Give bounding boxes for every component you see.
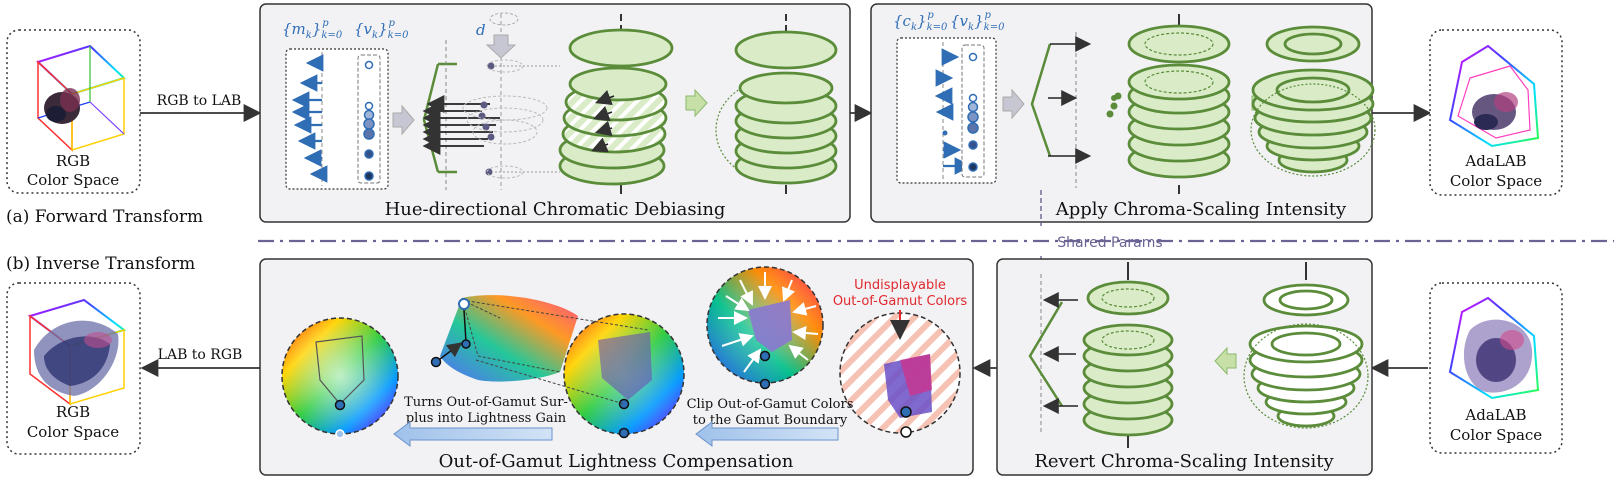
rgb-space-label-line2: Color Space (27, 171, 119, 189)
d-arrow-icon (485, 34, 517, 59)
panel-apply-chroma-scaling: {ck}k=0p {vk}k=0p (870, 3, 1376, 223)
rgb-space-label-line1: RGB (56, 152, 90, 170)
adalab-label-line2: Color Space (1450, 172, 1542, 190)
lab-to-rgb-label: LAB to RGB (158, 347, 243, 363)
adalab-gamut-icon (1448, 296, 1540, 400)
clip-step-arrow (695, 421, 839, 447)
panel-lightness-compensation: Undisplayable Out-of-Gamut Colors (259, 258, 974, 476)
process-arrow-icon (392, 104, 415, 136)
surplus-caption-line2: plus into Lightness Gain (406, 411, 567, 426)
rgb-out-label-line1: RGB (56, 403, 90, 421)
rgb-out-label-line2: Color Space (27, 423, 119, 441)
scaling-arrows (1048, 36, 1092, 164)
adalab-ring-stack-in (1243, 262, 1369, 429)
param-c-label: {ck}k=0p (893, 10, 948, 33)
stage-title-revert-scaling: Revert Chroma-Scaling Intensity (1034, 451, 1334, 472)
shared-params-label: Shared Params (1057, 235, 1162, 251)
ring-stack-scaled (1127, 14, 1231, 194)
v-param-dots (967, 52, 979, 172)
stage-title-debiasing: Hue-directional Chromatic Debiasing (385, 199, 726, 220)
adalab-in-label-line2: Color Space (1450, 426, 1542, 444)
profile-curve (1030, 43, 1052, 157)
forward-transform-label: (a) Forward Transform (6, 207, 203, 227)
inverse-transform-label: (b) Inverse Transform (6, 254, 195, 274)
rgb-space-forward: RGB Color Space (6, 29, 141, 194)
clipped-hue-wheel (563, 313, 685, 439)
panel-revert-chroma-scaling: Revert Chroma-Scaling Intensity (996, 258, 1373, 476)
adalab-label-line1: AdaLAB (1464, 152, 1526, 170)
stage-title-lightness-compensation: Out-of-Gamut Lightness Compensation (439, 451, 794, 472)
rgb-to-lab-label: RGB to LAB (157, 93, 242, 109)
adalab-space-inverse: AdaLAB Color Space (1429, 282, 1563, 454)
rgb-cube-icon (36, 44, 126, 152)
revert-arrows (1042, 292, 1078, 414)
biased-ring-stack (558, 14, 674, 194)
adalab-ring-stack (1250, 25, 1376, 177)
m-param-arrows (291, 54, 328, 183)
stage-title-apply-scaling: Apply Chroma-Scaling Intensity (1055, 199, 1347, 220)
undisplayable-label-line2: Out-of-Gamut Colors (833, 294, 968, 309)
panel-chromatic-debiasing: {mk}k=0p {vk}k=0p d (259, 3, 851, 223)
gamut-solid (430, 295, 649, 405)
surplus-step-arrow (393, 421, 553, 447)
profile-curve (1028, 301, 1064, 407)
clip-caption-line2: to the Gamut Boundary (693, 413, 848, 428)
adalab-in-label-line1: AdaLAB (1464, 406, 1526, 424)
rgb-space-inverse: RGB Color Space (6, 282, 141, 455)
v-param-dots (363, 60, 375, 181)
process-arrow-icon (1002, 88, 1025, 120)
param-m-label: {mk}k=0p (282, 18, 343, 41)
rgb-cube-icon (27, 298, 127, 406)
clip-caption-line1: Clip Out-of-Gamut Colors (687, 397, 854, 412)
param-v-label: {vk}k=0p (354, 18, 409, 41)
green-step-arrow (1214, 346, 1237, 376)
adalab-gamut-icon (1448, 44, 1540, 148)
undisplayable-label-line1: Undisplayable (854, 278, 946, 293)
adalab-space-forward: AdaLAB Color Space (1429, 29, 1563, 196)
clip-hue-wheel (706, 266, 824, 390)
green-step-arrow (685, 88, 708, 118)
param-d-label: d (476, 21, 486, 39)
ring-stack-reverted (1082, 262, 1174, 448)
surplus-caption-line1: Turns Out-of-Gamut Sur- (404, 395, 568, 410)
compensated-hue-wheel (281, 317, 399, 439)
debias-arrows (422, 95, 500, 155)
debiased-ring-stack (715, 14, 838, 194)
param-v2-label: {vk}k=0p (950, 10, 1005, 33)
